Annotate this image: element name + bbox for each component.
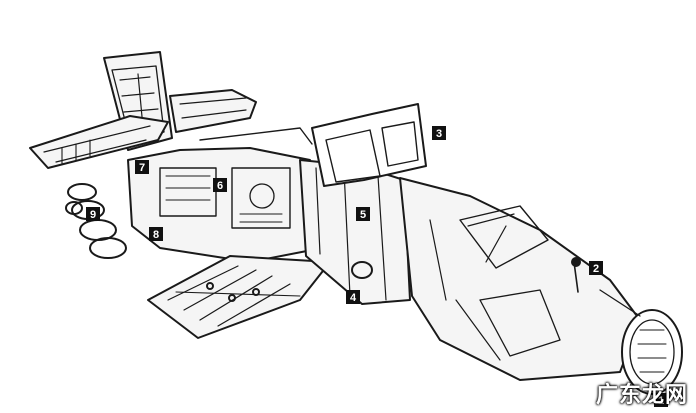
callout-1: 1 [654, 393, 668, 407]
svg-text:9: 9 [90, 209, 96, 221]
svg-text:2: 2 [593, 263, 599, 275]
callout-4: 4 [346, 290, 360, 304]
callout-8: 8 [149, 227, 163, 241]
callout-2: 2 [589, 261, 603, 275]
callout-3: 3 [432, 126, 446, 140]
svg-text:1: 1 [658, 395, 664, 407]
watermark-logo: 广东龙网 [595, 383, 688, 408]
main-wing [147, 255, 331, 339]
nose-intake [599, 289, 683, 395]
callout-6: 6 [213, 178, 227, 192]
svg-text:7: 7 [139, 162, 145, 174]
upper-tail-plane [169, 89, 257, 133]
canopy-hatch [199, 103, 427, 187]
horizontal-stabilizer [29, 115, 169, 169]
svg-text:4: 4 [350, 292, 357, 304]
svg-text:5: 5 [360, 209, 366, 221]
rear-fuselage [127, 147, 313, 263]
forward-fuselage [399, 177, 641, 381]
nose-probe [571, 257, 581, 293]
callout-5: 5 [356, 207, 370, 221]
svg-text:6: 6 [217, 180, 223, 192]
svg-text:3: 3 [436, 128, 442, 140]
svg-text:8: 8 [153, 229, 159, 241]
callout-7: 7 [135, 160, 149, 174]
callout-9: 9 [86, 207, 100, 221]
